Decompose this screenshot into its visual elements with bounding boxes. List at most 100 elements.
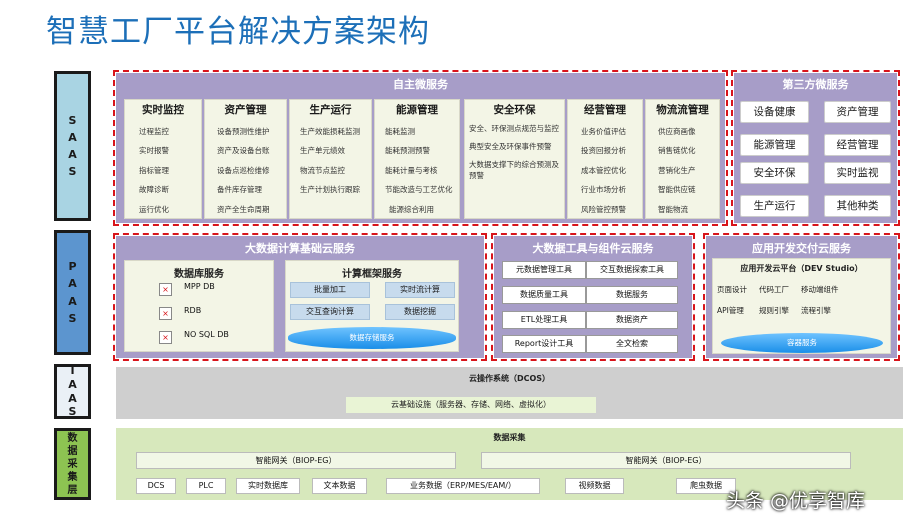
cloud-infra-box: 云基础设施（服务器、存储、网络、虚拟化） bbox=[346, 397, 596, 413]
tool-data-quality[interactable]: 数据质量工具 bbox=[502, 286, 586, 304]
panel-item: 行业市场分析 bbox=[581, 185, 626, 195]
third-party-title: 第三方微服务 bbox=[782, 78, 849, 91]
app-item-page-design: 页面设计 bbox=[717, 285, 747, 294]
panel-energy-management: 能源管理 能耗监测 能耗预测预警 能耗计量与考核 节能改造与工艺优化 能源综合利… bbox=[374, 99, 460, 219]
panel-item: 营销化生产 bbox=[658, 165, 696, 175]
third-item-energy-management[interactable]: 能源管理 bbox=[740, 134, 809, 156]
panel-item: 供应商画像 bbox=[658, 127, 696, 136]
tool-report-design[interactable]: Report设计工具 bbox=[502, 335, 586, 353]
third-item-production[interactable]: 生产运行 bbox=[740, 195, 809, 217]
panel-item: 运行优化 bbox=[139, 204, 169, 214]
database-service-panel: 数据库服务 × MPP DB × RDB × NO SQL DB bbox=[124, 260, 274, 352]
panel-safety-environment: 安全环保 安全、环保测点规范与监控 典型安全及环保事件预警 大数据支撑下的综合预… bbox=[464, 99, 565, 219]
smart-gateway-left[interactable]: 智能网关（BIOP-EG） bbox=[136, 452, 456, 469]
panel-item: 生产效能损耗监测 bbox=[300, 127, 360, 136]
source-text-data[interactable]: 文本数据 bbox=[312, 478, 367, 494]
app-platform-title: 应用开发云平台（DEV Studio） bbox=[740, 264, 863, 273]
bigdata-tools-group: 大数据工具与组件云服务 元数据管理工具 交互数据探索工具 数据质量工具 数据服务… bbox=[494, 236, 692, 358]
third-item-equipment-health[interactable]: 设备健康 bbox=[740, 101, 809, 123]
compute-batch-button[interactable]: 批量加工 bbox=[290, 282, 370, 298]
panel-title: 经营管理 bbox=[584, 104, 626, 116]
panel-logistics-management: 物流流管理 供应商画像 销售链优化 营销化生产 智能供应链 智能物流 bbox=[645, 99, 720, 219]
bigdata-tools-dashed-frame bbox=[491, 233, 695, 361]
source-video-data[interactable]: 视频数据 bbox=[565, 478, 624, 494]
tool-fulltext-search[interactable]: 全文检索 bbox=[586, 335, 678, 353]
panel-title: 安全环保 bbox=[493, 104, 536, 116]
third-item-realtime-monitor[interactable]: 实时监视 bbox=[824, 162, 891, 184]
third-item-asset-management[interactable]: 资产管理 bbox=[824, 101, 891, 123]
third-item-others[interactable]: 其他种类 bbox=[824, 195, 891, 217]
panel-item: 节能改造与工艺优化 bbox=[385, 185, 453, 195]
tool-etl[interactable]: ETL处理工具 bbox=[502, 311, 586, 329]
compute-mining-button[interactable]: 数据挖掘 bbox=[385, 304, 455, 320]
source-business-data[interactable]: 业务数据（ERP/MES/EAM/） bbox=[386, 478, 540, 494]
compute-framework-panel: 计算框架服务 批量加工 实时流计算 交互查询计算 数据挖掘 数据存储服务 bbox=[285, 260, 459, 352]
compute-stream-button[interactable]: 实时流计算 bbox=[385, 282, 455, 298]
checkbox-nosqldb[interactable]: × bbox=[159, 331, 172, 344]
app-dev-group: 应用开发交付云服务 应用开发云平台（DEV Studio） 页面设计 代码工厂 … bbox=[706, 236, 897, 358]
source-dcs[interactable]: DCS bbox=[136, 478, 176, 494]
panel-realtime-monitor: 实时监控 过程监控 实时报警 指标管理 故障诊断 运行优化 bbox=[124, 99, 202, 219]
panel-item: 能源综合利用 bbox=[389, 204, 434, 214]
app-item-code-factory: 代码工厂 bbox=[759, 285, 789, 294]
panel-title: 物流流管理 bbox=[656, 104, 709, 116]
checkbox-rdb[interactable]: × bbox=[159, 307, 172, 320]
panel-item: 备件库存管理 bbox=[217, 185, 262, 195]
panel-item: 生产单元绩效 bbox=[300, 146, 345, 156]
checkbox-mppdb[interactable]: × bbox=[159, 283, 172, 296]
data-storage-cylinder: 数据存储服务 bbox=[288, 327, 456, 349]
app-item-rule-engine: 规则引擎 bbox=[759, 306, 789, 315]
source-realtime-db[interactable]: 实时数据库 bbox=[236, 478, 300, 494]
cloud-os-label: 云操作系统（DCOS） bbox=[468, 374, 551, 383]
data-collection-title: 数据采集 bbox=[493, 433, 526, 442]
page-title: 智慧工厂平台解决方案架构 bbox=[46, 14, 430, 50]
watermark: 头条 @优享智库 bbox=[726, 490, 866, 512]
panel-item: 典型安全及环保事件预警 bbox=[469, 141, 552, 151]
source-crawler-data[interactable]: 爬虫数据 bbox=[676, 478, 736, 494]
bigdata-compute-dashed-frame bbox=[113, 233, 487, 361]
self-microservice-title: 自主微服务 bbox=[393, 78, 448, 91]
tool-data-service[interactable]: 数据服务 bbox=[586, 286, 678, 304]
tool-metadata[interactable]: 元数据管理工具 bbox=[502, 261, 586, 279]
panel-item: 能耗预测预警 bbox=[385, 146, 430, 156]
iaas-band: 云操作系统（DCOS） 云基础设施（服务器、存储、网络、虚拟化） bbox=[116, 367, 903, 419]
third-item-safety[interactable]: 安全环保 bbox=[740, 162, 809, 184]
tool-interactive-explore[interactable]: 交互数据探索工具 bbox=[586, 261, 678, 279]
tool-data-asset[interactable]: 数据资产 bbox=[586, 311, 678, 329]
app-item-flow-engine: 流程引擎 bbox=[801, 306, 831, 315]
panel-item: 业务价值评估 bbox=[581, 127, 626, 136]
panel-item: 能耗监测 bbox=[385, 127, 415, 136]
db-item-label: MPP DB bbox=[184, 282, 215, 291]
panel-item: 智能物流 bbox=[658, 204, 688, 214]
panel-item: 设备预测性维护 bbox=[217, 127, 270, 136]
database-service-title: 数据库服务 bbox=[174, 269, 224, 280]
panel-item: 智能供应链 bbox=[658, 185, 696, 195]
panel-item: 安全、环保测点规范与监控 bbox=[469, 124, 559, 133]
app-dev-platform-panel: 应用开发云平台（DEV Studio） 页面设计 代码工厂 移动端组件 API管… bbox=[712, 258, 891, 354]
bigdata-tools-title: 大数据工具与组件云服务 bbox=[532, 242, 654, 255]
panel-title: 资产管理 bbox=[224, 104, 267, 116]
third-item-business-management[interactable]: 经营管理 bbox=[824, 134, 891, 156]
bigdata-compute-group: 大数据计算基础云服务 数据库服务 × MPP DB × RDB × NO SQL… bbox=[116, 236, 484, 358]
app-item-api: API管理 bbox=[717, 306, 744, 315]
panel-production-operation: 生产运行 生产效能损耗监测 生产单元绩效 物流节点监控 生产计划执行跟踪 bbox=[289, 99, 372, 219]
bigdata-compute-title: 大数据计算基础云服务 bbox=[245, 242, 355, 255]
db-item-label: RDB bbox=[184, 306, 202, 315]
container-service-cylinder: 容器服务 bbox=[721, 333, 883, 353]
db-item-label: NO SQL DB bbox=[184, 330, 229, 339]
compute-interactive-button[interactable]: 交互查询计算 bbox=[290, 304, 370, 320]
panel-item: 指标管理 bbox=[139, 165, 169, 175]
self-microservice-dashed-frame bbox=[113, 70, 728, 226]
panel-item: 故障诊断 bbox=[139, 185, 169, 195]
smart-gateway-right[interactable]: 智能网关（BIOP-EG） bbox=[481, 452, 851, 469]
source-plc[interactable]: PLC bbox=[186, 478, 226, 494]
panel-item: 销售链优化 bbox=[658, 146, 696, 156]
panel-item: 大数据支撑下的综合预测及预警 bbox=[469, 159, 559, 180]
panel-item: 风险管控预警 bbox=[581, 204, 626, 214]
app-dev-title: 应用开发交付云服务 bbox=[752, 242, 851, 255]
compute-framework-title: 计算框架服务 bbox=[342, 269, 402, 280]
panel-item: 投资回报分析 bbox=[581, 146, 626, 156]
